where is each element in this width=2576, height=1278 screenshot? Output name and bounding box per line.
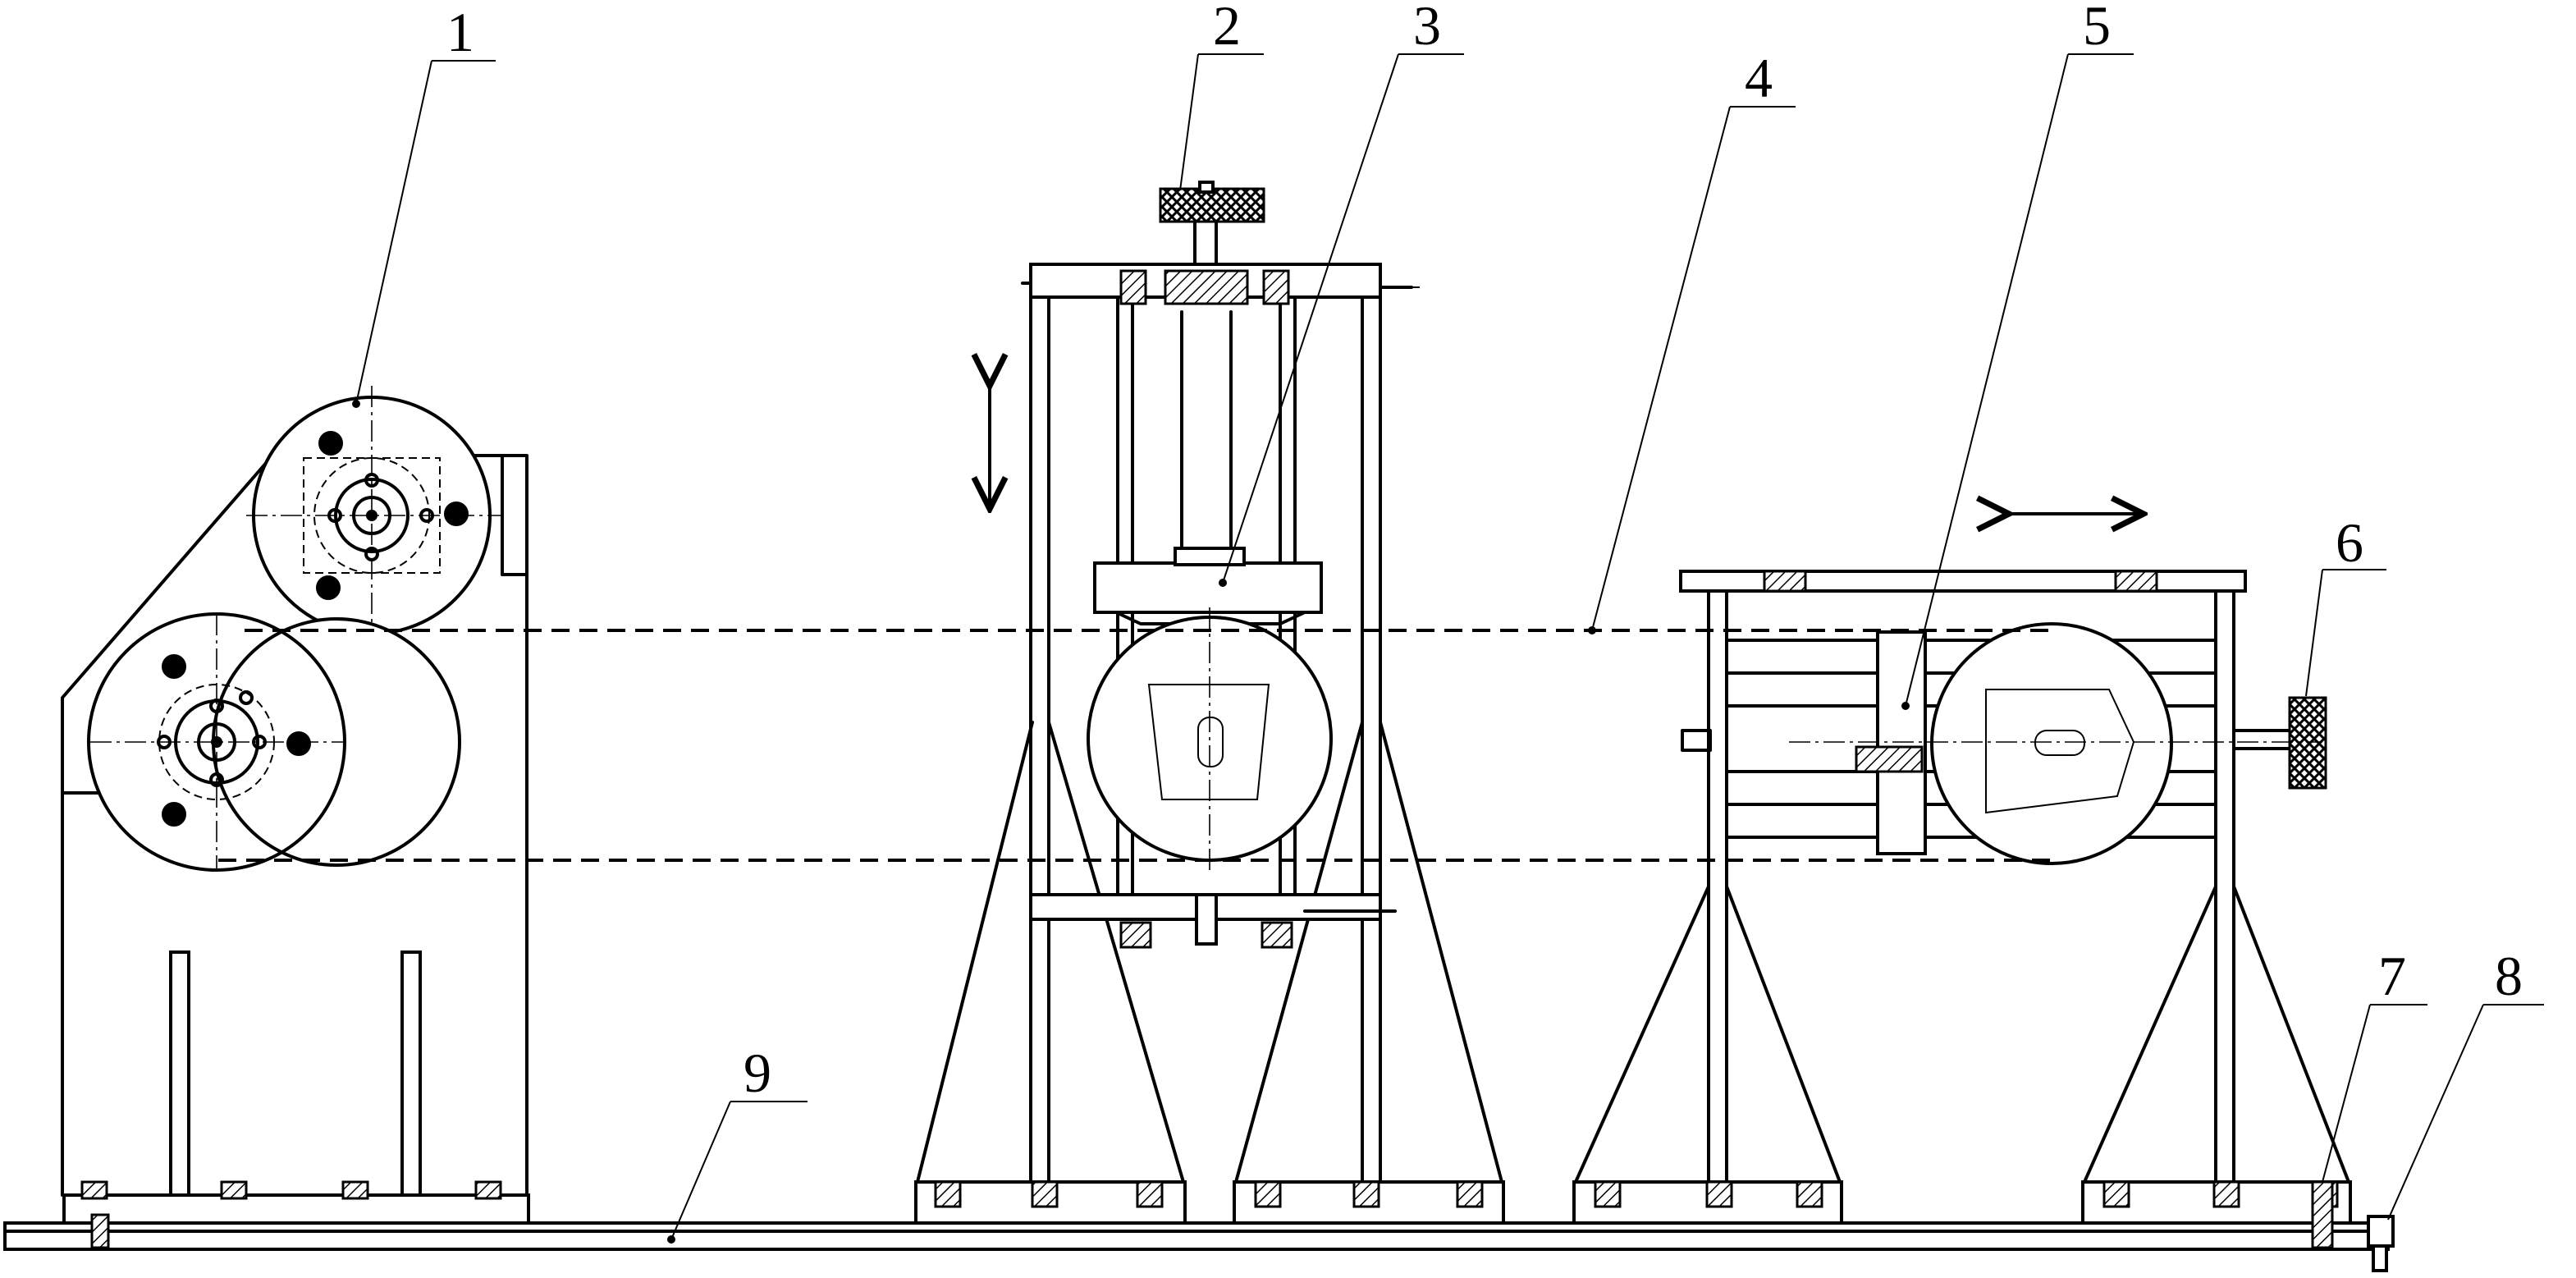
callout-label-5: 5 bbox=[2083, 0, 2111, 57]
horizontal-tension-frame bbox=[1572, 514, 2395, 1272]
callouts: 1 2 3 4 5 6 bbox=[352, 0, 2544, 1244]
upper-reel bbox=[246, 386, 501, 640]
callout-4: 4 bbox=[1588, 47, 1796, 634]
callout-8: 8 bbox=[2387, 945, 2544, 1221]
callout-label-1: 1 bbox=[446, 1, 474, 63]
callout-6: 6 bbox=[2305, 511, 2386, 697]
callout-5: 5 bbox=[1901, 0, 2134, 710]
callout-label-3: 3 bbox=[1413, 0, 1441, 57]
callout-label-8: 8 bbox=[2495, 945, 2523, 1007]
callout-3: 3 bbox=[1219, 0, 1464, 587]
callout-label-6: 6 bbox=[2336, 511, 2363, 574]
vertical-tension-frame bbox=[914, 181, 1505, 1225]
base-plate bbox=[3, 1221, 2390, 1251]
callout-7: 7 bbox=[2322, 945, 2427, 1183]
callout-label-4: 4 bbox=[1745, 47, 1773, 109]
callout-label-9: 9 bbox=[744, 1042, 771, 1104]
callout-9: 9 bbox=[667, 1042, 808, 1244]
strip-path bbox=[218, 629, 2052, 862]
foot-bolts bbox=[80, 1180, 502, 1249]
callout-2: 2 bbox=[1179, 0, 1264, 191]
callout-label-7: 7 bbox=[2378, 945, 2406, 1007]
lower-reel bbox=[87, 612, 461, 872]
callout-label-2: 2 bbox=[1213, 0, 1241, 57]
callout-1: 1 bbox=[352, 1, 496, 408]
unwind-stand bbox=[61, 386, 530, 1249]
